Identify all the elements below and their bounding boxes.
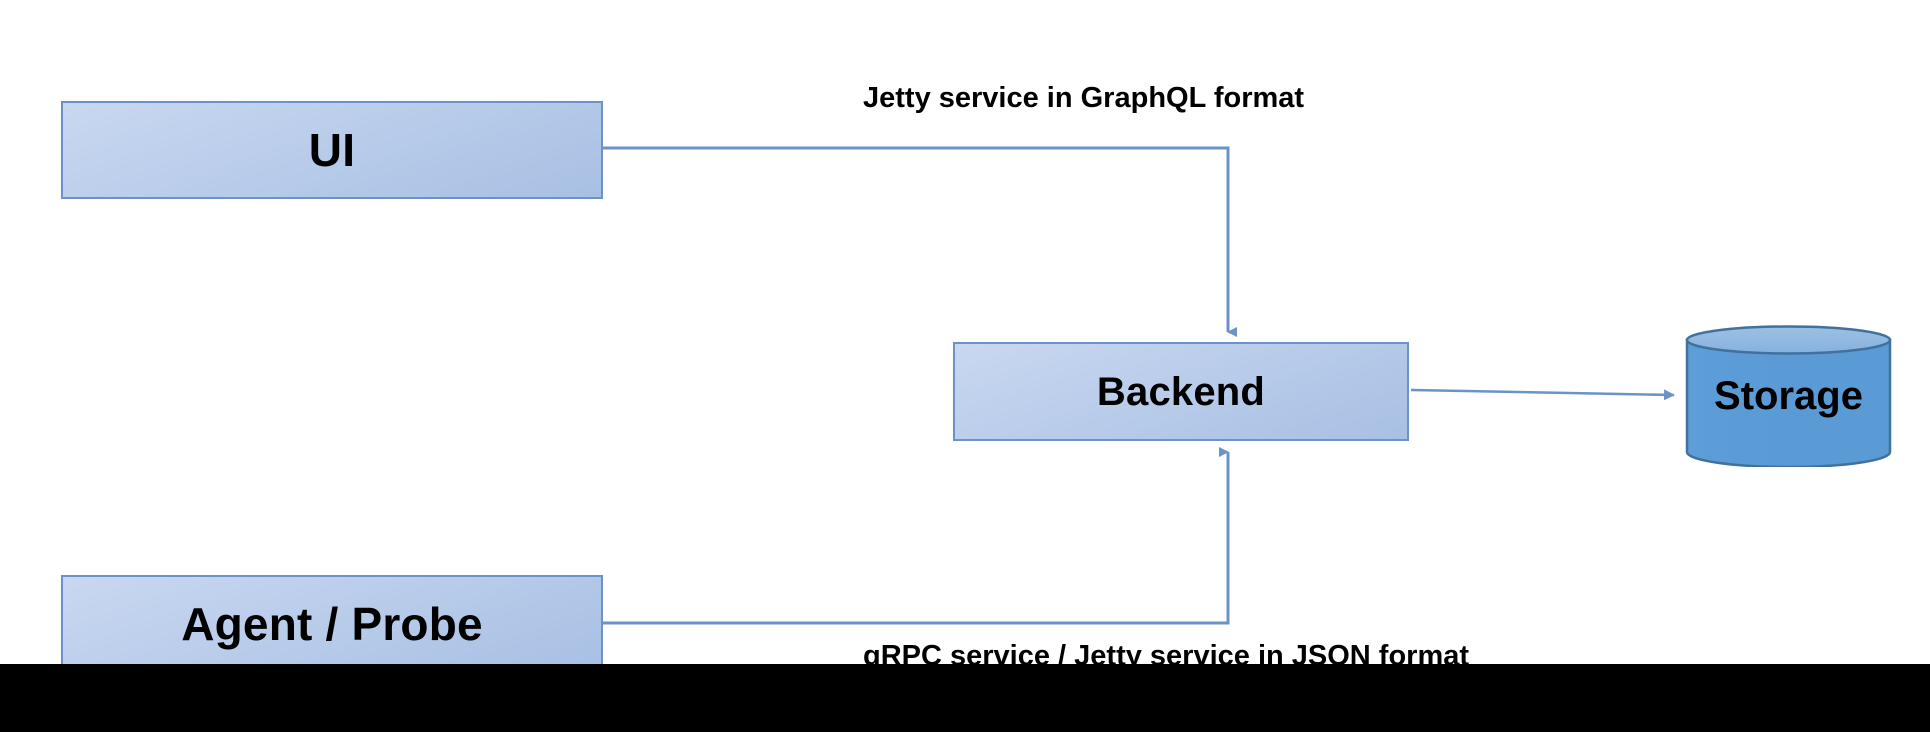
node-backend-label: Backend — [1096, 369, 1266, 414]
node-agent-probe-label: Agent / Probe — [181, 598, 483, 650]
node-ui-label: UI — [308, 124, 356, 176]
node-backend[interactable]: Backend — [953, 342, 1409, 441]
edge-label-ui-to-backend: Jetty service in GraphQL format — [863, 82, 1305, 114]
node-ui[interactable]: UI — [61, 101, 603, 199]
node-agent-probe[interactable]: Agent / Probe — [61, 575, 603, 673]
node-storage-label: Storage — [1714, 374, 1863, 418]
edge-backend-to-storage — [1410, 388, 1675, 401]
edge-ui-to-backend — [603, 146, 1237, 337]
node-storage[interactable]: Storage — [1685, 325, 1892, 467]
edge-agent-to-backend — [603, 447, 1230, 625]
cylinder-icon — [1685, 325, 1892, 467]
letterbox-bar-bottom — [0, 664, 1930, 732]
